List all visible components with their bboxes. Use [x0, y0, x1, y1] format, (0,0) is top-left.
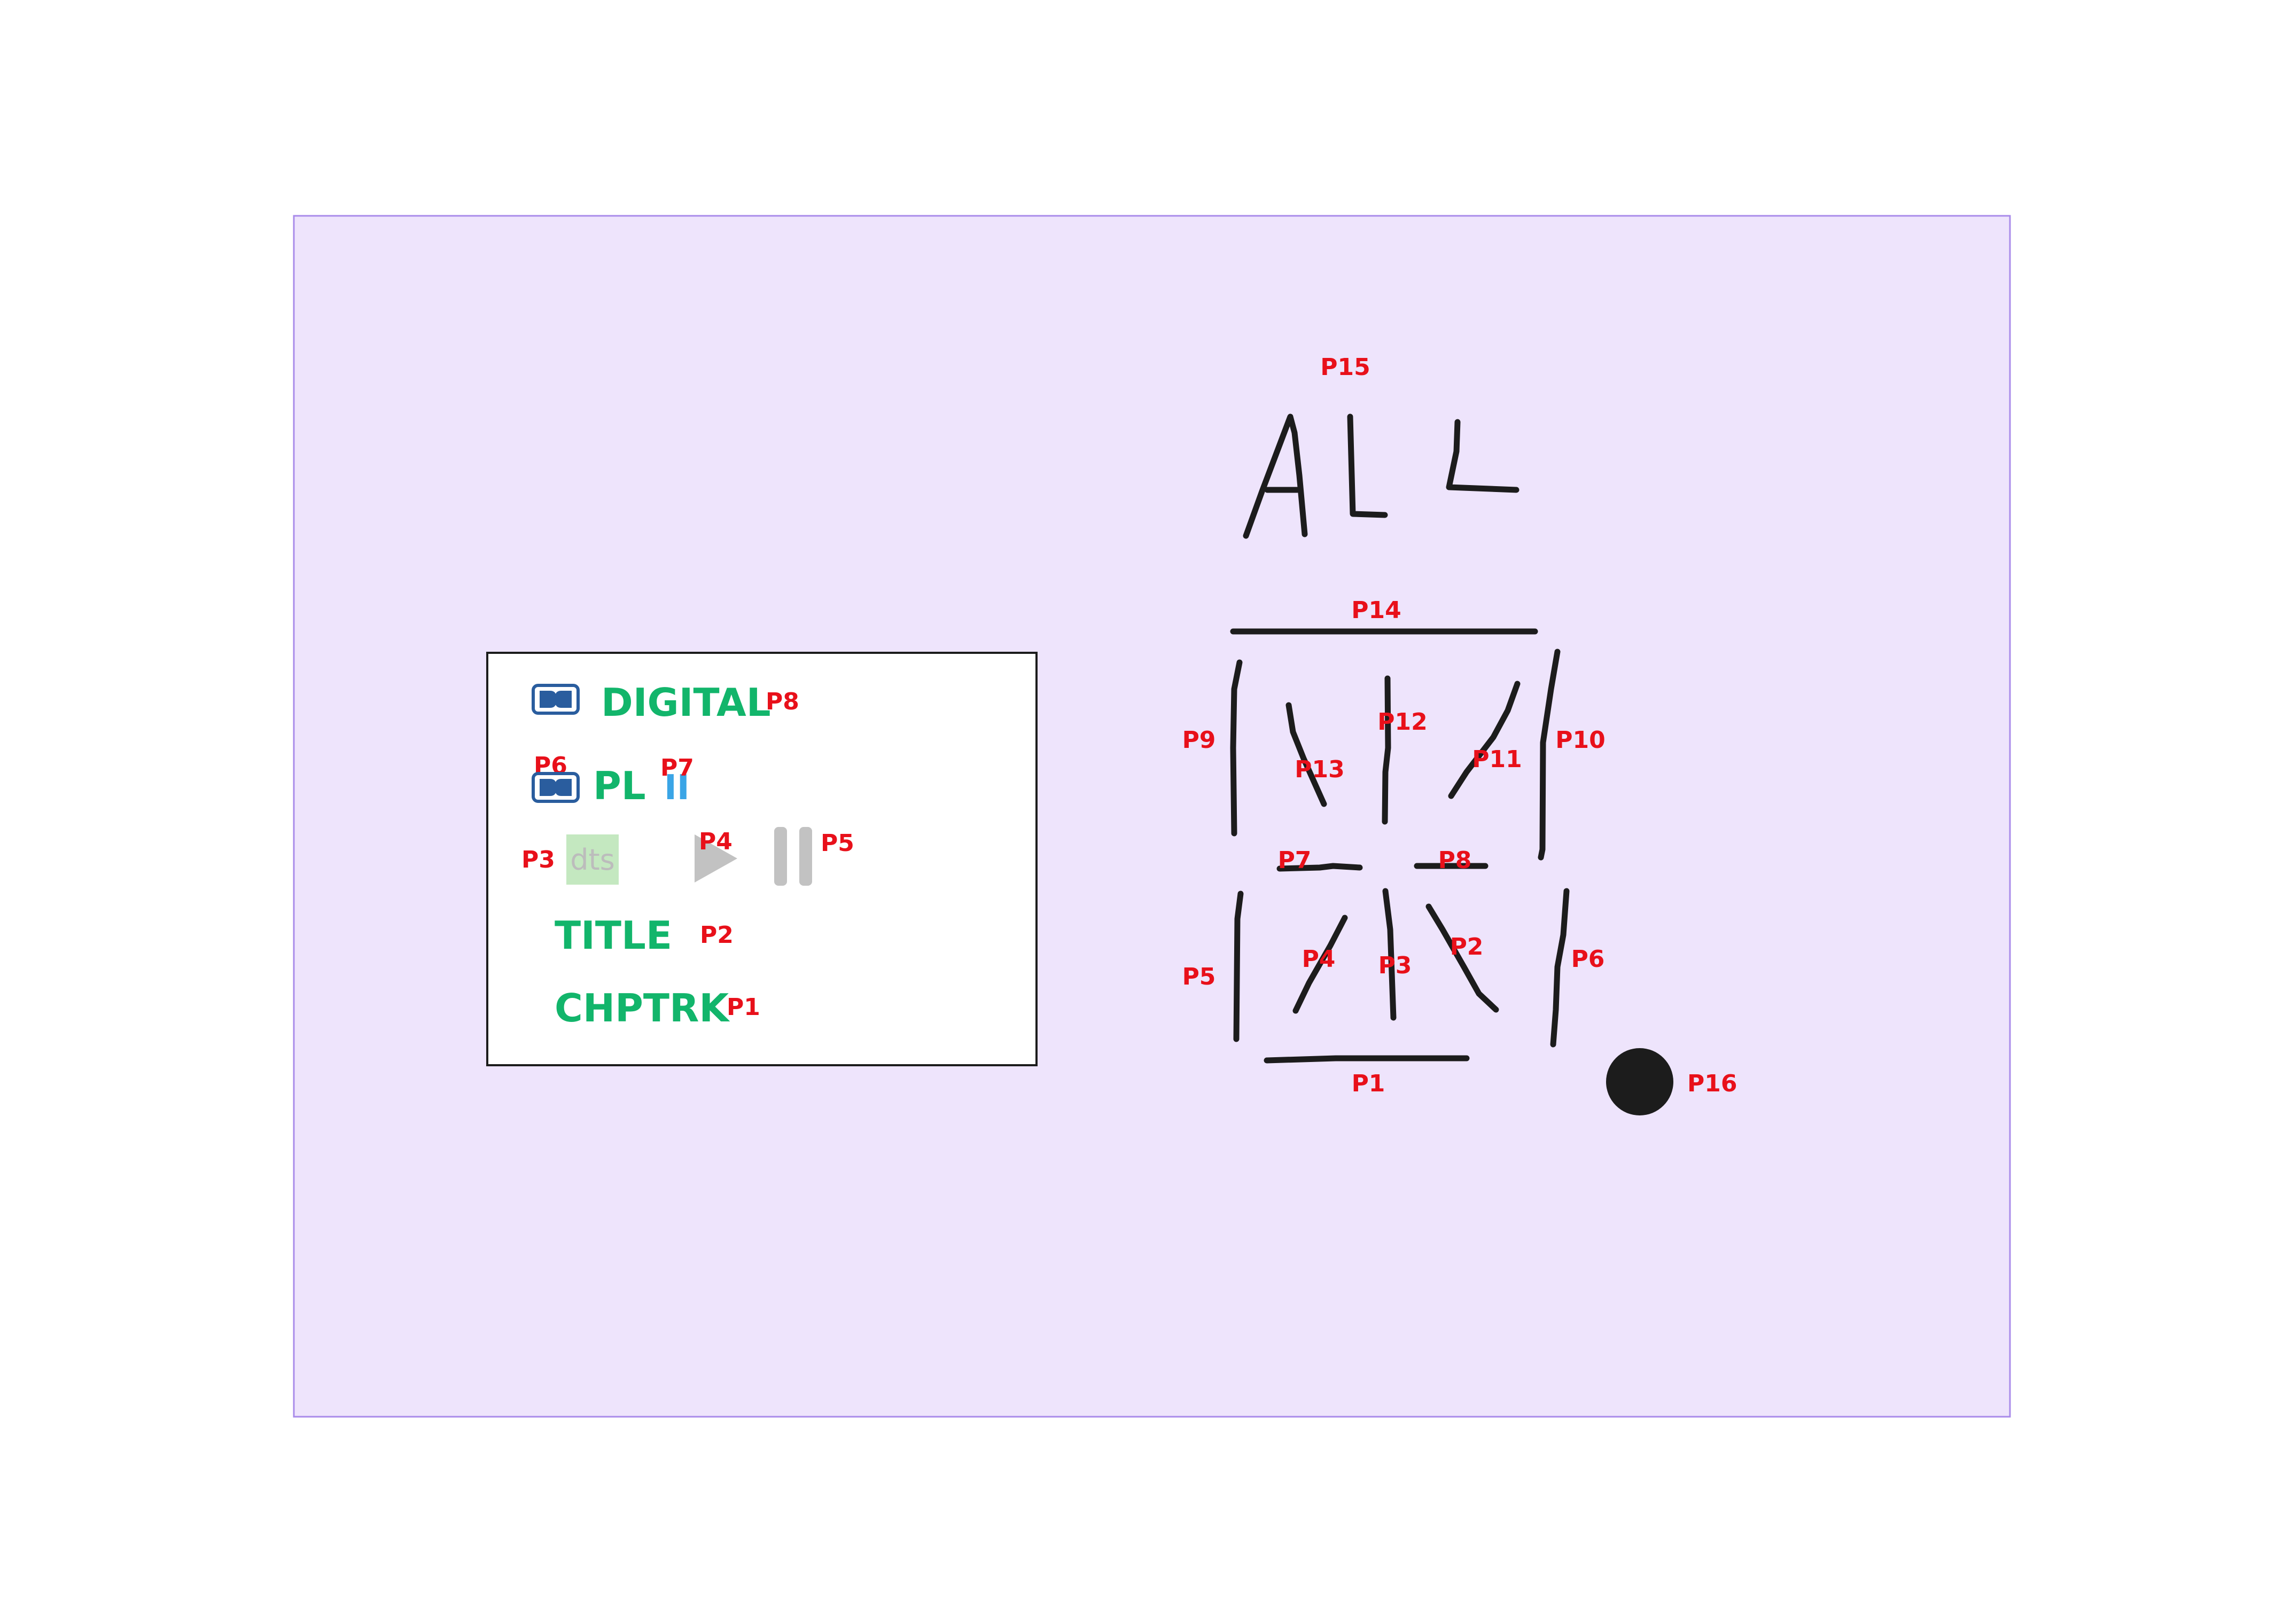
indicator-legend: DIGITAL P8 P6 PL II P7 P3 dts P4 P5 TITL…: [486, 652, 1038, 1066]
segment-lower-left-diagonal-label: P4: [1302, 946, 1336, 973]
segment-upper-right-diagonal-label: P11: [1472, 746, 1522, 773]
play-icon: [695, 834, 737, 883]
segment-upper-center: [1382, 675, 1391, 825]
segment-lower-right-label: P6: [1571, 946, 1605, 973]
segment-upper-left-label: P9: [1182, 727, 1216, 754]
dts-pin-label: P3: [521, 846, 555, 873]
title-pin-label: P2: [700, 922, 734, 949]
segment-upper-right-diagonal: [1448, 681, 1521, 799]
pause-icon: [774, 827, 812, 886]
all-annunciator: [1243, 413, 1519, 539]
segment-middle-left: [1276, 863, 1363, 872]
pl2-mark: II: [664, 768, 690, 808]
play-pin-label: P4: [699, 828, 733, 855]
segment-upper-left: [1230, 659, 1243, 837]
dolby-double-d-icon: [532, 684, 580, 715]
pl-text: PL: [593, 763, 646, 808]
segment-bottom-label: P1: [1352, 1070, 1385, 1097]
chptrk-text: CHPTRK: [555, 986, 730, 1030]
all-pin-label: P15: [1320, 354, 1370, 381]
all-letter-a: [1243, 413, 1308, 539]
digital-pin-label: P8: [766, 688, 799, 715]
chptrk-pin-label: P1: [727, 994, 760, 1021]
digital-text: DIGITAL: [601, 680, 771, 725]
decimal-point-dot: [1606, 1048, 1673, 1115]
pause-pin-label: P5: [821, 830, 854, 857]
segment-lower-left-diagonal: [1292, 915, 1348, 1014]
fourteen-segment-digit: [1230, 628, 1570, 1064]
pl2-pin-label: P7: [660, 754, 694, 782]
decimal-point-label: P16: [1687, 1070, 1737, 1097]
segment-lower-left: [1233, 891, 1244, 1042]
segment-upper-right: [1538, 649, 1561, 861]
dts-logo-icon: dts: [566, 834, 619, 885]
segment-middle-left-label: P7: [1278, 847, 1312, 874]
segment-lower-right-diagonal: [1425, 903, 1499, 1013]
dts-logo-text: dts: [570, 843, 615, 877]
all-letter-l1: [1347, 413, 1388, 518]
segment-bottom: [1264, 1055, 1470, 1064]
title-text: TITLE: [555, 913, 672, 958]
segment-upper-left-diagonal: [1285, 702, 1327, 807]
segment-upper-center-label: P12: [1377, 708, 1427, 736]
segment-lower-left-label: P5: [1182, 963, 1216, 990]
segment-top-label: P14: [1351, 597, 1401, 624]
segment-upper-right-label: P10: [1555, 727, 1605, 754]
all-letter-l2: [1446, 419, 1519, 493]
segment-labels: P14 P9 P10 P12 P11 P13 P7 P8 P5 P4 P3 P2…: [1182, 597, 1737, 1097]
segment-lower-right: [1550, 888, 1570, 1048]
segment-lower-center-label: P3: [1378, 952, 1412, 979]
dolby-double-d-icon: [532, 772, 580, 803]
segment-lower-center: [1382, 888, 1397, 1021]
segment-lower-right-diagonal-label: P2: [1450, 933, 1484, 961]
segment-middle-right-label: P8: [1438, 847, 1472, 874]
segment-upper-left-diagonal-label: P13: [1295, 756, 1344, 783]
